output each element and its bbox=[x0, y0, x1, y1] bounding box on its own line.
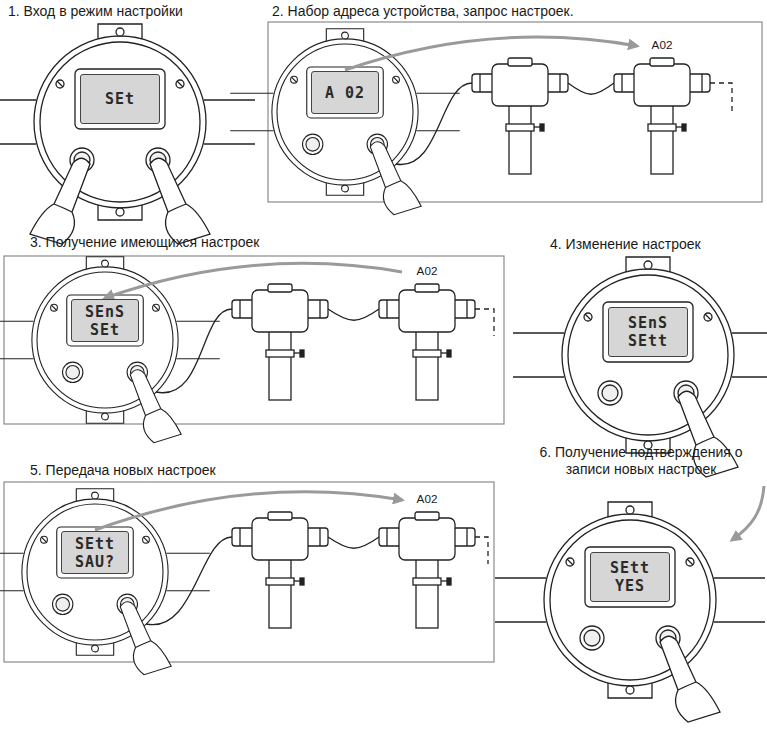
device-address: A02 bbox=[405, 490, 449, 508]
display-readout: SEtt bbox=[628, 332, 668, 350]
display-readout: SEtt bbox=[610, 559, 650, 577]
step-heading: 3. Получение имеющихся настроек bbox=[30, 234, 500, 251]
lcd-display: SEnSSEt bbox=[71, 299, 139, 342]
device-address: A02 bbox=[640, 36, 684, 54]
lcd-display: SEnSSEtt bbox=[608, 307, 688, 357]
step-panel: 6. Получение подтверждения о записи новы… bbox=[515, 440, 767, 740]
display-readout: YES bbox=[615, 577, 645, 595]
step-heading: 2. Набор адреса устройства, запрос настр… bbox=[272, 3, 752, 20]
display-readout: SEnS bbox=[85, 303, 125, 321]
step-heading: 4. Изменение настроек bbox=[550, 236, 762, 253]
lcd-display: SEt bbox=[80, 74, 160, 124]
device-address: A02 bbox=[405, 262, 449, 280]
step-heading: 1. Вход в режим настройки bbox=[8, 3, 248, 20]
sensor-address: A02 bbox=[405, 262, 449, 282]
step-panel: 2. Набор адреса устройства, запрос настр… bbox=[262, 0, 767, 205]
signal-arrow bbox=[95, 492, 402, 530]
signal-arrow bbox=[345, 37, 637, 70]
signal-arrow bbox=[105, 263, 402, 298]
display-readout: A 02 bbox=[325, 84, 365, 102]
lcd-display: A 02 bbox=[311, 71, 379, 114]
display-readout: SEtt bbox=[75, 535, 115, 553]
step-heading: 6. Получение подтверждения о записи новы… bbox=[537, 444, 745, 478]
lcd-display: SEttYES bbox=[590, 552, 670, 602]
step-panel: 3. Получение имеющихся настроекSEnSSEt A0… bbox=[0, 230, 515, 430]
display-readout: SAU? bbox=[75, 553, 115, 571]
sensor-address: A02 bbox=[405, 490, 449, 510]
step-heading: 5. Передача новых настроек bbox=[30, 462, 500, 479]
step-panel: 5. Передача новых настроекSEttSAU? A02 bbox=[0, 455, 510, 670]
display-readout: SEnS bbox=[628, 314, 668, 332]
step-panel: 4. Изменение настроекSEnSSEtt bbox=[540, 230, 767, 465]
display-readout: SEt bbox=[105, 90, 135, 108]
sensor-address: A02 bbox=[640, 36, 684, 56]
lcd-display: SEttSAU? bbox=[61, 531, 129, 574]
step-panel: 1. Вход в режим настройкиSEt bbox=[0, 0, 250, 228]
display-readout: SEt bbox=[90, 321, 120, 339]
